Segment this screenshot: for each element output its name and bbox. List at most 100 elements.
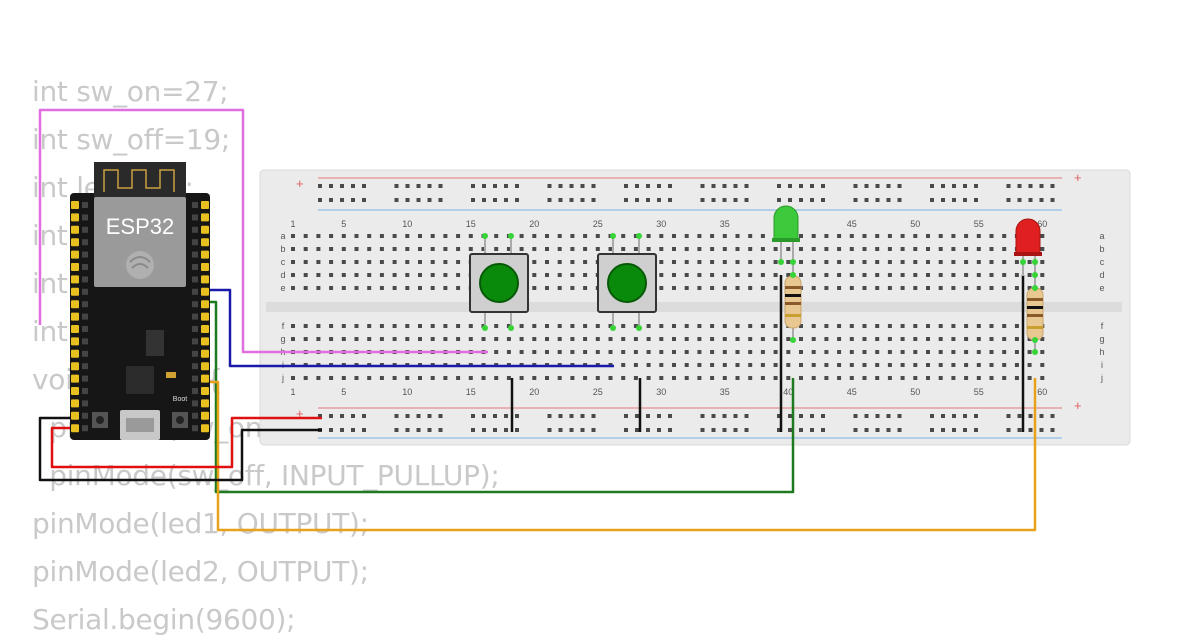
breadboard-hole (887, 324, 892, 328)
button-sw-off-cap[interactable] (607, 263, 647, 303)
esp32-pin-right[interactable] (201, 287, 209, 296)
breadboard-hole (900, 286, 905, 290)
esp32-board[interactable]: ESP32 Boot (70, 162, 210, 440)
esp32-pin-right[interactable] (201, 411, 209, 420)
esp32-pin-left[interactable] (71, 225, 79, 234)
led-green[interactable] (772, 205, 800, 262)
breadboard-hole (430, 273, 435, 277)
rail-hole (493, 198, 497, 202)
esp32-pin-left[interactable] (71, 263, 79, 271)
esp32-pin-left[interactable] (71, 238, 79, 247)
rail-hole (777, 184, 781, 188)
esp32-pin-left[interactable] (71, 399, 79, 408)
rail-hole (886, 428, 891, 432)
esp32-pin-right[interactable] (201, 275, 209, 284)
button-sw-on[interactable] (469, 238, 529, 328)
breadboard-hole (430, 247, 435, 251)
breadboard-hole (1040, 273, 1045, 277)
breadboard-hole (291, 247, 295, 251)
esp32-pin-left[interactable] (71, 201, 79, 209)
breadboard-hole (329, 286, 334, 290)
breadboard-hole (672, 376, 676, 380)
esp32-pin-right[interactable] (201, 374, 209, 383)
boot-button-cap (176, 416, 184, 424)
rail-hole (591, 428, 596, 432)
esp32-pin-left[interactable] (71, 387, 79, 395)
esp32-pin-right[interactable] (201, 238, 209, 247)
breadboard-hole (760, 376, 765, 380)
breadboard-hole (722, 247, 727, 251)
esp32-pin-right[interactable] (201, 362, 209, 371)
breadboard-hole (532, 234, 537, 238)
esp32-pin-left[interactable] (71, 374, 79, 383)
breadboard-hole (887, 273, 892, 277)
esp32-pin-left[interactable] (71, 424, 79, 433)
esp32-pin-left[interactable] (71, 300, 79, 309)
breadboard-hole (938, 337, 943, 341)
esp32-pin-right[interactable] (201, 325, 209, 333)
esp32-pin-silk-left (82, 251, 88, 258)
breadboard-hole (633, 324, 638, 328)
breadboard-hole (494, 247, 499, 251)
breadboard-hole (1002, 286, 1007, 290)
esp32-pin-left[interactable] (71, 275, 79, 284)
column-number-bottom: 60 (1037, 387, 1047, 397)
esp32-pin-left[interactable] (71, 349, 79, 358)
breadboard-hole (684, 363, 689, 367)
rail-hole (733, 184, 738, 188)
breadboard-hole (608, 247, 613, 251)
breadboard-hole (964, 324, 969, 328)
esp32-pin-left[interactable] (71, 362, 79, 371)
esp32-pin-right[interactable] (201, 337, 209, 346)
esp32-pin-right[interactable] (201, 263, 209, 271)
esp32-pin-right[interactable] (201, 424, 209, 433)
breadboard-hole (837, 234, 842, 238)
breadboard-hole (303, 273, 308, 277)
breadboard-hole (430, 260, 435, 264)
breadboard-hole (722, 324, 727, 328)
rail-hole (810, 428, 814, 432)
esp32-pin-right[interactable] (201, 300, 209, 309)
breadboard-hole (646, 247, 651, 251)
breadboard-hole (545, 286, 549, 290)
breadboard-hole (570, 234, 575, 238)
button-sw-on-cap[interactable] (479, 263, 519, 303)
esp32-pin-right[interactable] (201, 201, 209, 209)
breadboard-hole (303, 286, 308, 290)
breadboard-hole (418, 234, 422, 238)
rail-hole (318, 414, 322, 418)
breadboard-hole (1002, 234, 1007, 238)
breadboard-hole (456, 286, 461, 290)
breadboard-hole (519, 376, 524, 380)
esp32-pin-right[interactable] (201, 312, 209, 321)
rail-hole (482, 198, 486, 202)
resistor-led1-band4 (785, 314, 801, 317)
esp32-pin-silk-right (192, 226, 198, 233)
esp32-pin-left[interactable] (71, 287, 79, 296)
button-sw-off[interactable] (597, 238, 657, 328)
esp32-pin-left[interactable] (71, 325, 79, 333)
esp32-pin-left[interactable] (71, 337, 79, 346)
code-line: int sw_off=19; (32, 123, 231, 156)
esp32-pin-right[interactable] (201, 250, 209, 259)
esp32-pin-left[interactable] (71, 213, 79, 222)
rail-hole (1039, 414, 1044, 418)
rail-hole (416, 198, 421, 202)
rail-hole (394, 184, 399, 188)
esp32-pin-right[interactable] (201, 387, 209, 395)
esp32-pin-left[interactable] (71, 411, 79, 420)
esp32-pin-right[interactable] (201, 225, 209, 234)
esp32-pin-right[interactable] (201, 213, 209, 222)
rail-hole (394, 198, 399, 202)
esp32-pin-left[interactable] (71, 312, 79, 321)
breadboard-hole (875, 234, 880, 238)
esp32-pin-right[interactable] (201, 349, 209, 358)
esp32-pin-left[interactable] (71, 250, 79, 259)
breadboard-hole (570, 273, 575, 277)
breadboard-hole (989, 324, 994, 328)
connection-dot (1032, 259, 1038, 265)
esp32-pin-right[interactable] (201, 399, 209, 408)
rail-hole (722, 198, 727, 202)
breadboard-hole (1002, 350, 1007, 354)
breadboard-hole (1002, 337, 1007, 341)
